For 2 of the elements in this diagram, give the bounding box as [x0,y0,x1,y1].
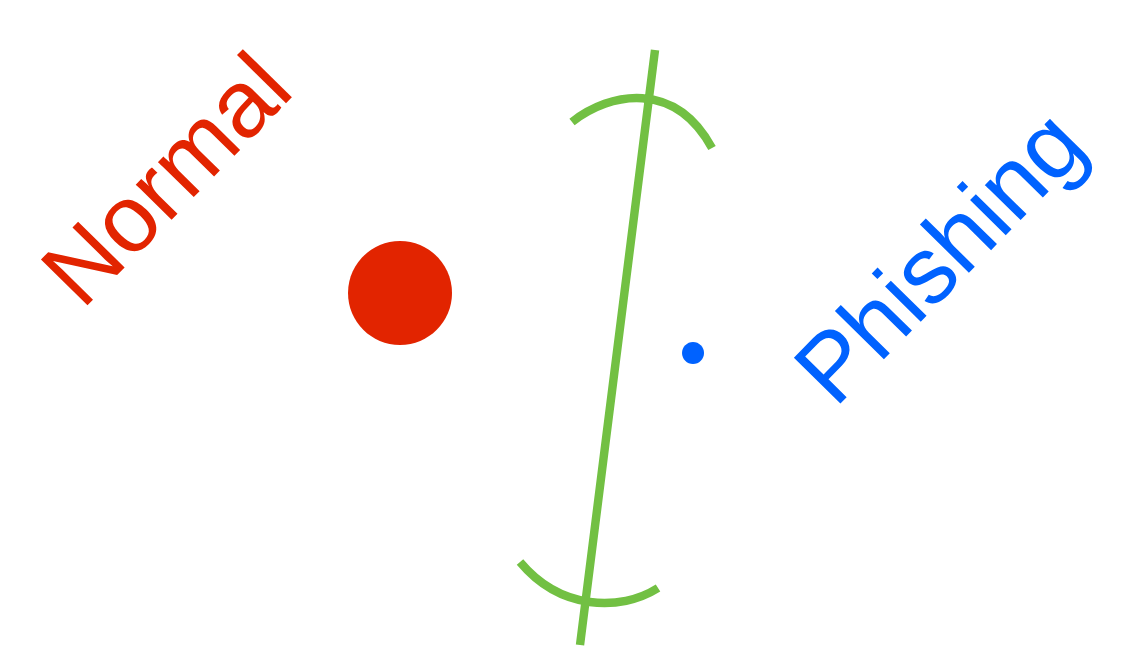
data-point [682,342,704,364]
class-point [348,241,452,345]
